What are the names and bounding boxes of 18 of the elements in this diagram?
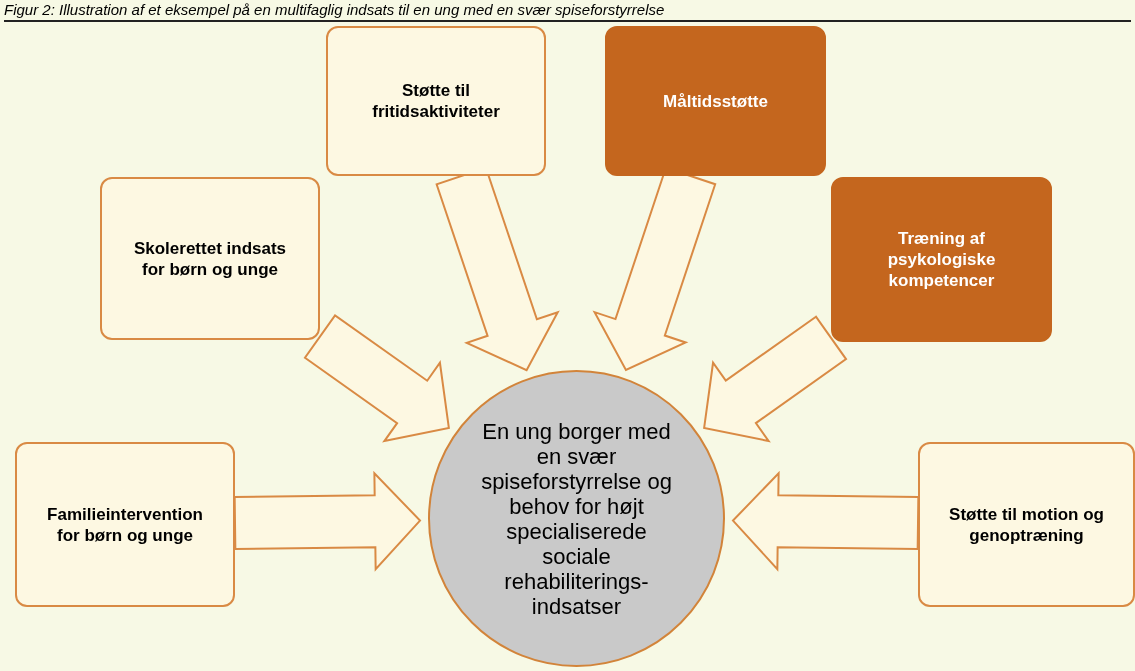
node-text: Familieintervention for børn og unge: [46, 503, 204, 546]
node-text: Støtte til motion og genoptræning: [948, 503, 1105, 546]
highlighted-box: [605, 26, 826, 176]
process-box: [326, 26, 546, 176]
block-arrow: [703, 315, 848, 443]
process-box: [100, 177, 320, 340]
node-text: En ung borger med en svær spiseforstyrrelse og behov for højt specialiserede sociale rehabiliterings-indsatser: [480, 418, 673, 619]
node-text: Støtte til fritidsaktiviteter: [371, 80, 501, 122]
block-arrow: [303, 313, 450, 443]
process-box: [918, 442, 1135, 607]
highlighted-box: [831, 177, 1052, 342]
block-arrow: [731, 470, 920, 572]
node-text: Skolerettet indsats for børn og unge: [132, 237, 288, 280]
process-box: [15, 442, 235, 607]
block-arrow: [233, 470, 422, 572]
node-text: Måltidsstøtte: [662, 90, 769, 112]
node-text: Træning af psykologiske kompetencer: [886, 228, 997, 291]
figure-title: Figur 2: Illustration af et eksempel på en multifaglig indsats til en ung med en svær spiseforstyrrelse: [4, 0, 1131, 22]
